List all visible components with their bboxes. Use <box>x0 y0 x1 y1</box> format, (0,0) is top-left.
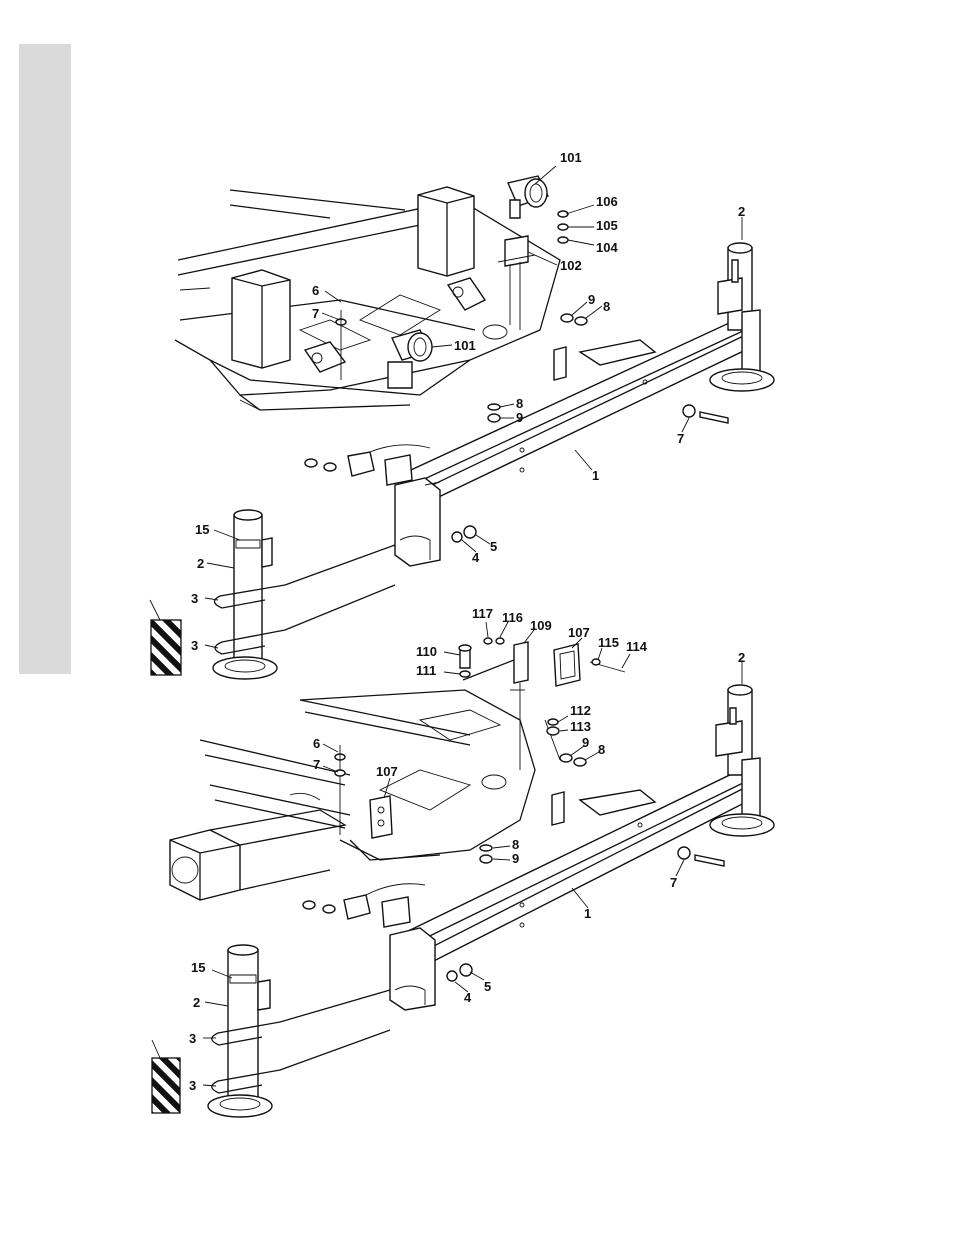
callout-6: 6 <box>313 736 320 751</box>
callout-101: 101 <box>454 338 476 353</box>
callout-3: 3 <box>189 1078 196 1093</box>
callout-113: 113 <box>570 719 591 734</box>
callout-105: 105 <box>596 218 618 233</box>
lower-left-jack <box>208 945 272 1117</box>
callout-2: 2 <box>738 650 745 665</box>
callout-109: 109 <box>530 618 552 633</box>
callout-8: 8 <box>516 396 523 411</box>
callout-111: 111 <box>416 663 436 678</box>
callout-116: 116 <box>502 610 523 625</box>
callout-5: 5 <box>490 539 497 554</box>
upper-lamp-mid <box>388 330 432 388</box>
lower-hazard-decal <box>152 1058 180 1113</box>
callout-115: 115 <box>598 635 619 650</box>
callout-4: 4 <box>464 990 472 1005</box>
lower-gusset <box>545 720 655 825</box>
callout-9: 9 <box>516 410 523 425</box>
callout-6: 6 <box>312 283 319 298</box>
callout-101: 101 <box>560 150 582 165</box>
callout-107: 107 <box>376 764 398 779</box>
callout-2: 2 <box>193 995 200 1010</box>
callout-8: 8 <box>598 742 605 757</box>
upper-hazard-decal <box>151 620 181 675</box>
callout-5: 5 <box>484 979 491 994</box>
callout-7: 7 <box>312 306 319 321</box>
callout-8: 8 <box>512 837 519 852</box>
upper-lamp-top <box>508 176 548 218</box>
callout-3: 3 <box>189 1031 196 1046</box>
callout-15: 15 <box>195 522 209 537</box>
callout-2: 2 <box>197 556 204 571</box>
callout-7: 7 <box>670 875 677 890</box>
callout-9: 9 <box>588 292 595 307</box>
upper-assembly: 101 106 105 104 102 2 6 7 101 9 8 8 9 7 … <box>150 150 774 679</box>
callout-9: 9 <box>512 851 519 866</box>
callout-3: 3 <box>191 591 198 606</box>
callout-4: 4 <box>472 550 480 565</box>
lower-reflector-frame <box>370 796 392 838</box>
callout-3: 3 <box>191 638 198 653</box>
callout-7: 7 <box>677 431 684 446</box>
upper-square-posts <box>232 187 474 368</box>
callout-2: 2 <box>738 204 745 219</box>
callout-114: 114 <box>626 639 648 654</box>
lower-assembly: 117 116 109 107 115 114 110 111 2 112 11… <box>152 606 774 1117</box>
upper-right-jack <box>710 243 774 391</box>
lower-leaders <box>203 622 742 1086</box>
upper-hinge-lugs <box>305 278 485 372</box>
callout-107: 107 <box>568 625 590 640</box>
callout-106: 106 <box>596 194 618 209</box>
callout-112: 112 <box>570 703 591 718</box>
upper-beam <box>395 318 756 566</box>
callout-117: 117 <box>472 606 493 621</box>
callout-1: 1 <box>592 468 599 483</box>
callout-15: 15 <box>191 960 205 975</box>
callout-1: 1 <box>584 906 591 921</box>
lower-beam <box>390 770 756 1010</box>
callout-102: 102 <box>560 258 582 273</box>
callout-7: 7 <box>313 757 320 772</box>
lower-reflector-107 <box>554 644 580 686</box>
callout-9: 9 <box>582 735 589 750</box>
callout-110: 110 <box>416 644 437 659</box>
upper-lamp-bracket <box>498 236 535 330</box>
callout-104: 104 <box>596 240 618 255</box>
lower-hitch-tube <box>170 810 345 900</box>
callout-8: 8 <box>603 299 610 314</box>
lower-frame-plate <box>200 690 535 860</box>
